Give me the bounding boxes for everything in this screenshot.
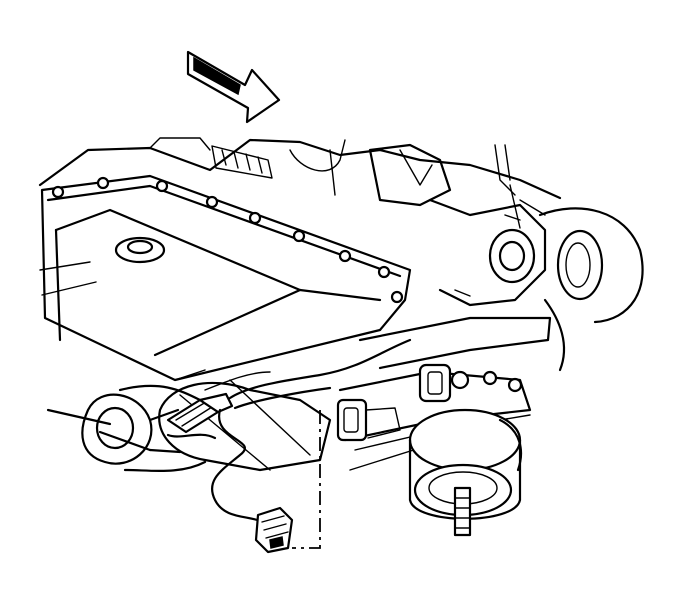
harness-clip-lower <box>336 398 401 442</box>
direction-arrow <box>186 50 281 124</box>
exhaust-manifold-outlet <box>428 184 644 372</box>
harness-connector <box>254 506 294 554</box>
harness-clip-upper <box>418 363 523 403</box>
drain-plug <box>114 236 166 264</box>
engine-block-outline <box>38 137 562 207</box>
exhaust-pipe <box>118 384 207 473</box>
callout-leader <box>292 410 321 549</box>
sensor-harness <box>204 338 412 524</box>
oil-pan <box>39 174 412 382</box>
engine-mount <box>408 408 522 537</box>
exhaust-flange <box>46 393 217 465</box>
oil-pan-bolts <box>51 176 404 304</box>
oxygen-sensor <box>166 392 234 434</box>
